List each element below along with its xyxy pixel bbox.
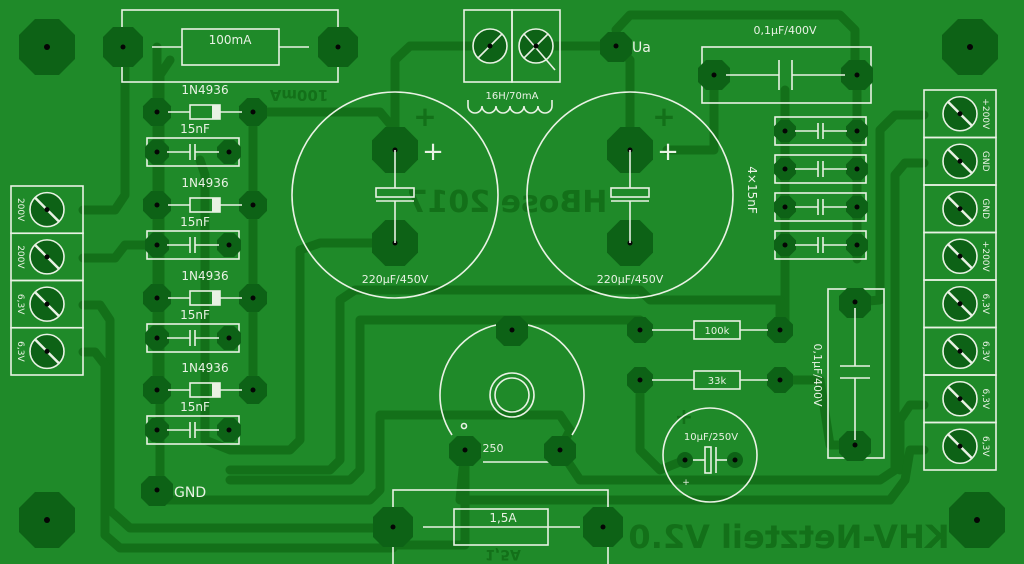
terminal-screw[interactable]: 6,3V bbox=[923, 421, 997, 471]
right-terminal-block: +200V GND GND +200V 6,3V 6,3V 6,3V 6,3V bbox=[923, 89, 997, 471]
terminal-label: 6,3V bbox=[980, 389, 990, 410]
diode-row: 1N4936 15nF bbox=[143, 269, 267, 353]
ua-label: Ua bbox=[632, 40, 651, 56]
resistors: 100k 33k bbox=[627, 317, 793, 393]
diode-label: 1N4936 bbox=[181, 361, 228, 375]
ua-pad: Ua bbox=[600, 32, 651, 62]
terminal-label: GND bbox=[980, 198, 990, 219]
cap-vertical-label: 0,1µF/400V bbox=[811, 343, 824, 407]
capacitor-15nf bbox=[774, 116, 868, 146]
capacitor-vertical-0-1uf: 0,1µF/400V bbox=[811, 288, 885, 461]
diode-label: 1N4936 bbox=[181, 83, 228, 97]
terminal-screw[interactable]: +200V bbox=[923, 89, 997, 139]
terminal-label: +200V bbox=[980, 98, 990, 130]
terminal-label: 6,3V bbox=[15, 341, 25, 362]
capacitor-15nf bbox=[774, 230, 868, 260]
mounting-holes bbox=[19, 19, 1005, 548]
choke-label: 16H/70mA bbox=[486, 91, 539, 102]
terminal-screw[interactable]: 6,3V bbox=[10, 326, 84, 376]
diode-cap-label: 15nF bbox=[180, 400, 210, 414]
cap-top-label: 0,1µF/400V bbox=[753, 24, 817, 37]
fuse-bottom-label: 1,5A bbox=[489, 511, 517, 525]
capacitor-10uf: 10µF/250V + bbox=[662, 407, 758, 503]
capacitor-label: 220µF/450V bbox=[362, 273, 429, 286]
terminal-label: 6,3V bbox=[980, 341, 990, 362]
terminal-label: 6,3V bbox=[980, 294, 990, 315]
capacitor-15nf bbox=[774, 154, 868, 184]
terminal-label: GND bbox=[980, 151, 990, 172]
terminal-screw[interactable]: 200V bbox=[10, 232, 84, 282]
mirrored-bottom-texts: 100mA HBose 2017 KHV-Netzteil V2.0 1,5A … bbox=[269, 86, 949, 562]
left-terminal-block: 200V 200V 6,3V 6,3V bbox=[10, 185, 84, 376]
electrolytic-capacitors: +220µF/450V+220µF/450V bbox=[291, 91, 734, 299]
capacitor-15nf bbox=[774, 192, 868, 222]
terminal-screw[interactable]: 6,3V bbox=[10, 279, 84, 329]
resistor: 100k bbox=[627, 317, 793, 343]
terminal-screw[interactable]: +200V bbox=[923, 231, 997, 281]
diode-row: 1N4936 15nF bbox=[143, 176, 267, 260]
pot-label: 250 bbox=[483, 442, 504, 455]
polarity-plus: + bbox=[657, 137, 679, 167]
potentiometer-250: 250 bbox=[439, 316, 585, 466]
polarity-plus: + bbox=[422, 137, 444, 167]
terminal-label: 6,3V bbox=[15, 294, 25, 315]
mirrored-fuse-bottom-label: 1,5A bbox=[485, 546, 521, 562]
terminal-label: 200V bbox=[15, 245, 25, 269]
terminal-screw[interactable]: 6,3V bbox=[923, 279, 997, 329]
terminal-label: 6,3V bbox=[980, 436, 990, 457]
resistor: 33k bbox=[627, 367, 793, 393]
diode-rows: 1N4936 15nF 1N4936 15nF 1N4936 15nF 1N4936 15nF bbox=[143, 83, 267, 445]
diode-cap-label: 15nF bbox=[180, 308, 210, 322]
gnd-label: GND bbox=[174, 485, 206, 501]
resistor-label: 100k bbox=[705, 326, 730, 337]
mirrored-fuse-label: 100mA bbox=[269, 86, 328, 104]
terminal-screw[interactable]: GND bbox=[923, 184, 997, 234]
cap-small-label: 10µF/250V bbox=[684, 432, 738, 443]
mirrored-plus-2: + bbox=[652, 100, 675, 133]
fuse-1-5a: 1,5A bbox=[373, 489, 623, 564]
terminal-screw[interactable]: 200V bbox=[10, 185, 84, 235]
mirrored-author-text: HBose 2017 bbox=[407, 185, 608, 220]
capacitor-220uf: +220µF/450V bbox=[291, 91, 499, 299]
diode-row: 1N4936 15nF bbox=[143, 83, 267, 167]
mirrored-title-text: KHV-Netzteil V2.0 bbox=[628, 518, 949, 556]
fuse-top-label: 100mA bbox=[209, 33, 253, 47]
choke-connector: 16H/70mA bbox=[463, 9, 561, 114]
terminal-screw[interactable]: GND bbox=[923, 136, 997, 186]
capacitor-top-0-1uf: 0,1µF/400V bbox=[698, 24, 873, 104]
gnd-pad: GND bbox=[141, 476, 206, 506]
resistor-label: 33k bbox=[708, 376, 727, 387]
diode-row: 1N4936 15nF bbox=[143, 361, 267, 445]
terminal-label: 200V bbox=[15, 198, 25, 222]
diode-cap-label: 15nF bbox=[180, 215, 210, 229]
terminal-label: +200V bbox=[980, 241, 990, 273]
capacitor-label: 220µF/450V bbox=[597, 273, 664, 286]
capacitor-bank: 4×15nF bbox=[745, 116, 868, 260]
diode-label: 1N4936 bbox=[181, 176, 228, 190]
mirrored-plus-3: + bbox=[675, 405, 693, 430]
capacitor-220uf: +220µF/450V bbox=[526, 91, 734, 299]
fuse-100ma: 100mA bbox=[103, 9, 358, 83]
cap-bank-label: 4×15nF bbox=[745, 166, 759, 214]
diode-cap-label: 15nF bbox=[180, 122, 210, 136]
mirrored-plus-1: + bbox=[413, 100, 436, 133]
terminal-screw[interactable]: 6,3V bbox=[923, 326, 997, 376]
terminal-screw[interactable]: 6,3V bbox=[923, 374, 997, 424]
cap-small-polarity: + bbox=[682, 478, 690, 488]
diode-label: 1N4936 bbox=[181, 269, 228, 283]
